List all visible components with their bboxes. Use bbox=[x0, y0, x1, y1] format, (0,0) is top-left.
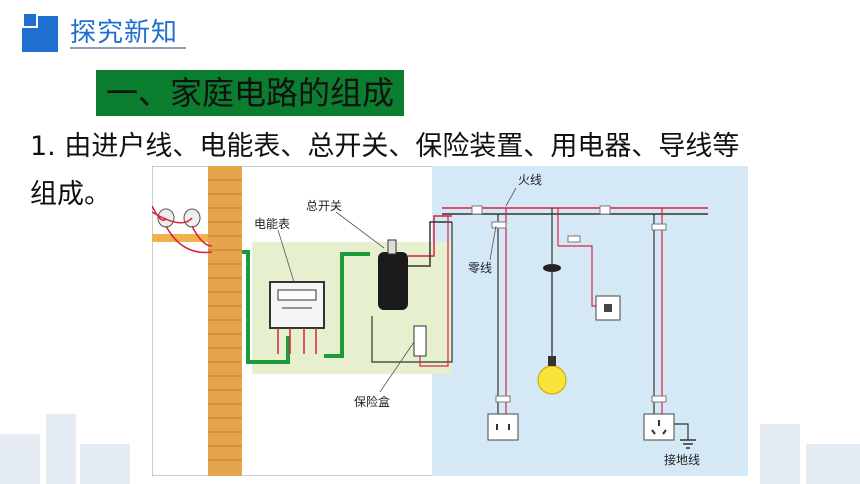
label-ground-wire: 接地线 bbox=[664, 452, 700, 467]
wall-switch bbox=[595, 295, 621, 321]
household-circuit-diagram: 电能表 总开关 火线 零线 保险盒 接地线 bbox=[152, 166, 748, 476]
section-heading: 一、家庭电路的组成 bbox=[96, 70, 405, 116]
label-fuse-box: 保险盒 bbox=[354, 394, 390, 409]
brick-wall bbox=[208, 166, 242, 476]
fuse-box bbox=[371, 216, 453, 367]
ground-symbol bbox=[674, 423, 696, 449]
electric-meter bbox=[269, 281, 325, 354]
light-bulb bbox=[537, 264, 567, 395]
incoming-insulators bbox=[152, 205, 213, 254]
label-neutral-wire: 零线 bbox=[468, 261, 492, 275]
label-live-wire: 火线 bbox=[518, 173, 542, 187]
corner-logo bbox=[22, 12, 58, 52]
header-title: 探究新知 bbox=[70, 18, 179, 48]
body-text-line-2: 组成。 bbox=[30, 179, 111, 210]
header-underline bbox=[70, 47, 186, 49]
label-main-switch: 总开关 bbox=[306, 199, 342, 213]
two-pin-socket bbox=[487, 413, 519, 441]
label-meter: 电能表 bbox=[254, 217, 290, 231]
body-text-line-1: 1. 由进户线、电能表、总开关、保险装置、用电器、导线等 bbox=[30, 131, 740, 162]
background-skyline bbox=[0, 414, 860, 484]
main-switch bbox=[378, 215, 452, 310]
three-pin-socket bbox=[643, 413, 675, 441]
